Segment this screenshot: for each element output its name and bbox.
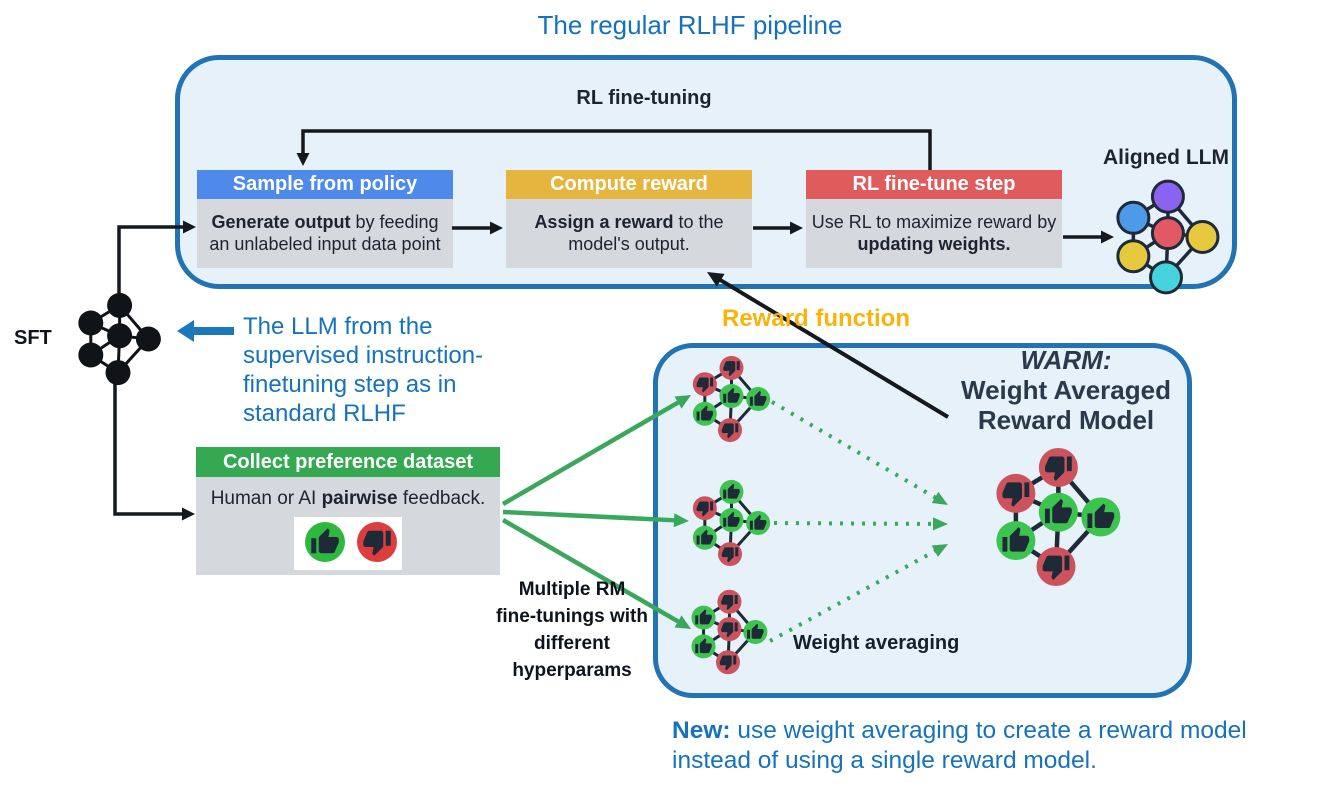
multiple-rm-label: Multiple RM fine-tunings with different … <box>496 579 648 681</box>
body-segment: updating weights. <box>857 233 1011 254</box>
rl-fine-tuning-label: RL fine-tuning <box>576 87 712 109</box>
body-segment: use weight averaging to create a reward … <box>672 717 1247 774</box>
step-rl-fine-tune-header: RL fine-tune step <box>806 170 1062 199</box>
step-rl-fine-tune: RL fine-tune step Use RL to maximize rew… <box>806 170 1062 268</box>
warm-title-line1: WARM: <box>1020 345 1112 375</box>
sft-network-icon <box>78 292 161 386</box>
network-edge <box>116 337 150 374</box>
network-edge <box>118 304 150 340</box>
arrow-llm-note <box>177 320 234 342</box>
body-segment: Generate output <box>211 211 351 232</box>
network-node <box>105 360 131 386</box>
step-compute-reward: Compute reward Assign a reward to the mo… <box>506 170 752 268</box>
network-node <box>107 323 133 349</box>
network-edge <box>89 334 121 357</box>
new-note: New: use weight averaging to create a re… <box>672 716 1314 776</box>
reward-function-label: Reward function <box>722 305 911 332</box>
body-segment: feedback. <box>397 488 486 509</box>
llm-note: The LLM from the supervised instruction-… <box>243 313 484 427</box>
step-sample-from-policy: Sample from policy Generate output by fe… <box>197 170 453 268</box>
thumbs-feedback-panel <box>294 517 402 570</box>
network-edge <box>89 353 119 374</box>
network-node <box>78 310 104 336</box>
step-compute-reward-header: Compute reward <box>506 170 752 199</box>
collect-body-text: Human or AI pairwise feedback. <box>196 488 500 510</box>
collect-preference-box: Collect preference dataset Human or AI p… <box>196 447 500 575</box>
step-rl-fine-tune-body: Use RL to maximize reward by updating we… <box>806 199 1062 268</box>
step-body-text: Use RL to maximize reward by updating we… <box>810 212 1058 256</box>
body-segment: Human or AI <box>210 488 322 509</box>
arrow-sft-to-collect <box>113 380 195 521</box>
step-title: Sample from policy <box>232 173 418 195</box>
body-segment: to the model's output. <box>568 211 724 254</box>
network-node <box>78 342 104 368</box>
warm-title-line3: Reward Model <box>977 405 1155 435</box>
arrow-sft-to-collect-line <box>113 380 188 516</box>
arrow-sft-to-collect-head <box>182 507 195 521</box>
step-body-text: Assign a reward to the model's output. <box>510 212 748 256</box>
step-sample-from-policy-body: Generate output by feeding an unlabeled … <box>197 199 453 268</box>
step-sample-from-policy-header: Sample from policy <box>197 170 453 199</box>
body-segment: New: <box>672 717 731 744</box>
warm-title-line2: Weight Averaged <box>961 375 1171 405</box>
step-body-text: Generate output by feeding an unlabeled … <box>201 212 449 256</box>
body-segment: pairwise <box>321 488 398 509</box>
step-compute-reward-body: Assign a reward to the model's output. <box>506 199 752 268</box>
page-title: The regular RLHF pipeline <box>537 10 843 40</box>
network-node <box>107 292 133 318</box>
collect-preference-body: Human or AI pairwise feedback. <box>196 477 500 575</box>
sft-label: SFT <box>14 327 52 349</box>
network-edge <box>116 335 122 373</box>
collect-title: Collect preference dataset <box>222 450 474 473</box>
network-edge <box>90 304 121 325</box>
network-edge <box>90 321 121 338</box>
weight-averaging-label: Weight averaging <box>793 632 960 654</box>
warm-title: WARM: Weight Averaged Reward Model <box>938 345 1194 435</box>
body-segment: Assign a reward <box>534 211 674 232</box>
step-title: RL fine-tune step <box>852 173 1016 195</box>
body-segment: Use RL to maximize reward by <box>811 211 1057 232</box>
aligned-llm-label: Aligned LLM <box>1103 146 1229 169</box>
network-node <box>135 326 161 352</box>
network-edge <box>119 334 149 341</box>
arrow-llm-note-head <box>177 320 194 342</box>
step-title: Compute reward <box>550 173 708 195</box>
collect-preference-header: Collect preference dataset <box>196 447 500 477</box>
body-segment: by feeding an unlabeled input data point <box>209 211 441 254</box>
